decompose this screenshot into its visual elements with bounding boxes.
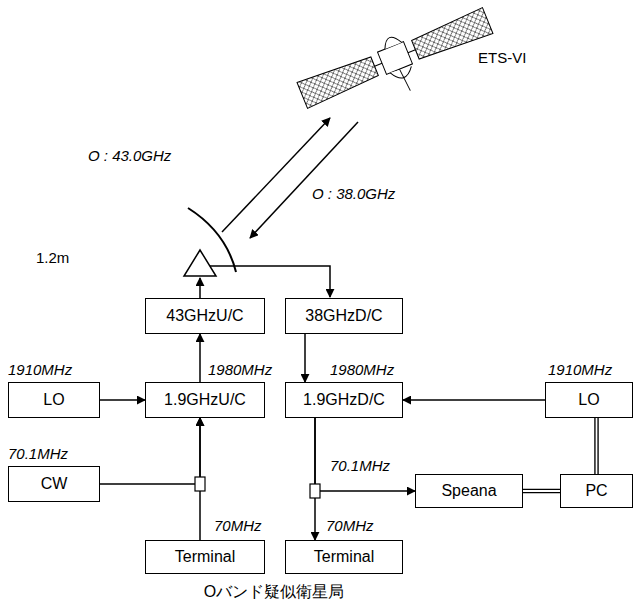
box-label: LO	[39, 391, 68, 409]
process-box: Speana	[415, 474, 523, 508]
signal-connector	[100, 418, 200, 484]
box-label: Terminal	[171, 548, 239, 566]
connector-line	[314, 418, 316, 540]
signal-frequency: 1980MHz	[208, 362, 272, 379]
box-label: 1.9GHzD/C	[299, 391, 389, 409]
combiner-symbol	[195, 477, 205, 491]
connector-line	[523, 489, 560, 494]
signal-frequency: 70MHz	[214, 518, 262, 535]
process-box: LO	[545, 382, 633, 418]
splitter-symbol	[310, 484, 320, 498]
satellite	[294, 1, 501, 129]
connector-line	[100, 399, 145, 401]
signal-frequency: O : 43.0GHz	[88, 148, 171, 165]
signal-connector	[100, 400, 145, 401]
connector-line	[594, 418, 599, 474]
box-label: 38GHzD/C	[301, 307, 386, 325]
process-box: Terminal	[285, 540, 403, 574]
box-label: LO	[574, 391, 603, 409]
downlink-arrow	[250, 122, 358, 238]
signal-connector	[523, 491, 560, 492]
signal-frequency: 1910MHz	[548, 362, 612, 379]
process-box: PC	[560, 474, 633, 508]
process-box: CW	[8, 466, 100, 502]
signal-frequency: 1980MHz	[330, 362, 394, 379]
rx-line	[210, 266, 330, 297]
signal-connector	[315, 418, 316, 540]
connector-line	[100, 418, 200, 484]
connector-line	[315, 418, 415, 491]
signal-connector	[596, 418, 597, 474]
signal-frequency: O : 38.0GHz	[312, 186, 395, 203]
box-label: 43GHzU/C	[162, 307, 247, 325]
signal-frequency: 70.1MHz	[330, 458, 390, 475]
process-box: Terminal	[145, 540, 265, 574]
process-box: LO	[8, 382, 100, 418]
box-label: PC	[581, 482, 611, 500]
box-label: Speana	[437, 482, 500, 500]
process-box: 1.9GHzD/C	[285, 382, 403, 418]
part-name: ETS-VI	[478, 50, 526, 67]
signal-connector	[200, 334, 201, 382]
box-label: Terminal	[310, 548, 378, 566]
signal-frequency: 70MHz	[326, 518, 374, 535]
box-label: CW	[37, 475, 72, 493]
connector-line	[199, 334, 201, 382]
box-label: 1.9GHzU/C	[160, 391, 250, 409]
part-name: 1.2m	[36, 250, 69, 267]
signal-connector	[305, 334, 306, 382]
connector-line	[304, 334, 306, 382]
feed-line	[199, 278, 201, 298]
process-box: 43GHzU/C	[145, 298, 265, 334]
process-box: 1.9GHzU/C	[145, 382, 265, 418]
figure-caption: Oバンド疑似衛星局	[204, 582, 344, 603]
connector-gap	[596, 418, 598, 474]
process-box: 38GHzD/C	[285, 298, 403, 334]
antenna-feed	[184, 250, 216, 276]
signal-connector	[403, 400, 545, 401]
signal-frequency: 70.1MHz	[8, 446, 68, 463]
connector-gap	[523, 490, 560, 492]
connector-line	[403, 399, 545, 401]
signal-frequency: 1910MHz	[8, 362, 72, 379]
signal-connector	[315, 418, 415, 491]
uplink-arrow	[222, 118, 330, 232]
